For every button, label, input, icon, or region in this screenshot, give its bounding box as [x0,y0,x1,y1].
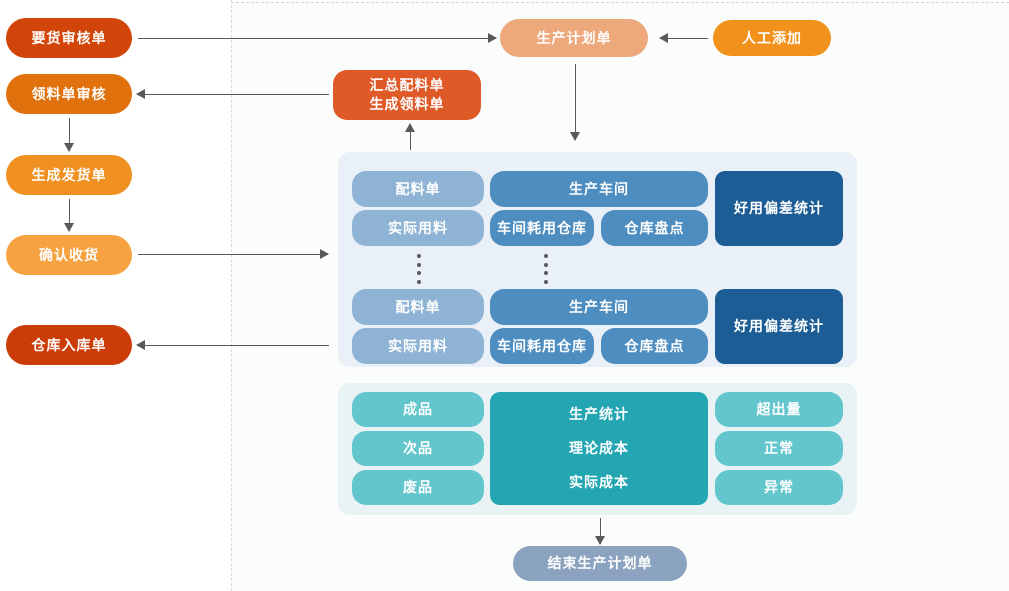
node-pick-audit-label: 领料单审核 [31,85,107,102]
group1-recipe-label: 配料单 [395,180,441,197]
node-request-audit-label: 要货审核单 [31,29,107,46]
group2-actual-material-label: 实际用料 [388,337,448,354]
vertical-dashed-divider [231,0,232,591]
group1-workshop-warehouse-label: 车间耗用仓库 [497,219,587,236]
stat-left-item-1[interactable]: 次品 [352,431,484,466]
stat-right-item-0-label: 超出量 [756,401,802,418]
group2-deviation[interactable]: 好用偏差统计 [715,289,843,364]
node-confirm-receipt-label: 确认收货 [39,246,99,263]
group2-workshop[interactable]: 生产车间 [490,289,708,325]
node-warehouse-in-label: 仓库入库单 [31,336,107,353]
group1-recipe[interactable]: 配料单 [352,171,484,207]
stat-left-item-2-label: 废品 [403,479,433,496]
node-finish-production-plan[interactable]: 结束生产计划单 [513,546,687,581]
group2-workshop-label: 生产车间 [569,298,629,315]
stat-left-item-1-label: 次品 [403,440,433,457]
workshop-panel: 配料单 实际用料 生产车间 车间耗用仓库 仓库盘点 好用偏差统计 配料单 实际用… [338,152,857,367]
continuation-dots-left [416,254,421,284]
stat-center-item-2-label: 实际成本 [569,473,629,490]
node-merge-pick-list-label: 汇总配料单 生成领料单 [369,77,445,112]
group2-workshop-warehouse[interactable]: 车间耗用仓库 [490,328,594,364]
stat-left-item-0-label: 成品 [403,401,433,418]
stat-left-item-0[interactable]: 成品 [352,392,484,427]
group1-stocktake[interactable]: 仓库盘点 [601,210,708,246]
node-warehouse-in[interactable]: 仓库入库单 [6,325,132,365]
stat-center-block[interactable]: 生产统计 理论成本 实际成本 [490,392,708,505]
stat-right-item-2-label: 异常 [764,479,794,496]
group2-recipe[interactable]: 配料单 [352,289,484,325]
node-production-plan-label: 生产计划单 [536,29,612,46]
stat-right-item-2[interactable]: 异常 [715,470,843,505]
node-manual-add-label: 人工添加 [742,29,802,46]
node-create-delivery[interactable]: 生成发货单 [6,155,132,195]
node-merge-pick-list[interactable]: 汇总配料单 生成领料单 [333,70,481,120]
group1-deviation[interactable]: 好用偏差统计 [715,171,843,246]
group2-stocktake[interactable]: 仓库盘点 [601,328,708,364]
stat-right-item-1-label: 正常 [764,440,794,457]
group1-actual-material[interactable]: 实际用料 [352,210,484,246]
group1-workshop-label: 生产车间 [569,180,629,197]
node-create-delivery-label: 生成发货单 [31,166,107,183]
group1-actual-material-label: 实际用料 [388,219,448,236]
node-manual-add[interactable]: 人工添加 [713,20,831,56]
group1-deviation-label: 好用偏差统计 [734,200,824,217]
stat-right-item-1[interactable]: 正常 [715,431,843,466]
group2-workshop-warehouse-label: 车间耗用仓库 [497,337,587,354]
group2-recipe-label: 配料单 [395,298,441,315]
stat-right-item-0[interactable]: 超出量 [715,392,843,427]
node-production-plan[interactable]: 生产计划单 [500,19,648,57]
stat-center-item-0-label: 生产统计 [569,406,629,423]
node-pick-audit[interactable]: 领料单审核 [6,74,132,114]
group1-workshop-warehouse[interactable]: 车间耗用仓库 [490,210,594,246]
stat-center-item-1-label: 理论成本 [569,440,629,457]
group1-workshop[interactable]: 生产车间 [490,171,708,207]
group1-stocktake-label: 仓库盘点 [624,219,685,236]
node-finish-production-plan-label: 结束生产计划单 [547,555,653,572]
node-confirm-receipt[interactable]: 确认收货 [6,235,132,275]
statistics-panel: 成品 次品 废品 生产统计 理论成本 实际成本 超出量 正常 异常 [338,383,857,515]
group2-deviation-label: 好用偏差统计 [734,318,824,335]
node-request-audit[interactable]: 要货审核单 [6,18,132,58]
continuation-dots-center [543,254,548,284]
group2-stocktake-label: 仓库盘点 [624,337,685,354]
stat-left-item-2[interactable]: 废品 [352,470,484,505]
group2-actual-material[interactable]: 实际用料 [352,328,484,364]
horizontal-dashed-divider [231,2,1009,3]
